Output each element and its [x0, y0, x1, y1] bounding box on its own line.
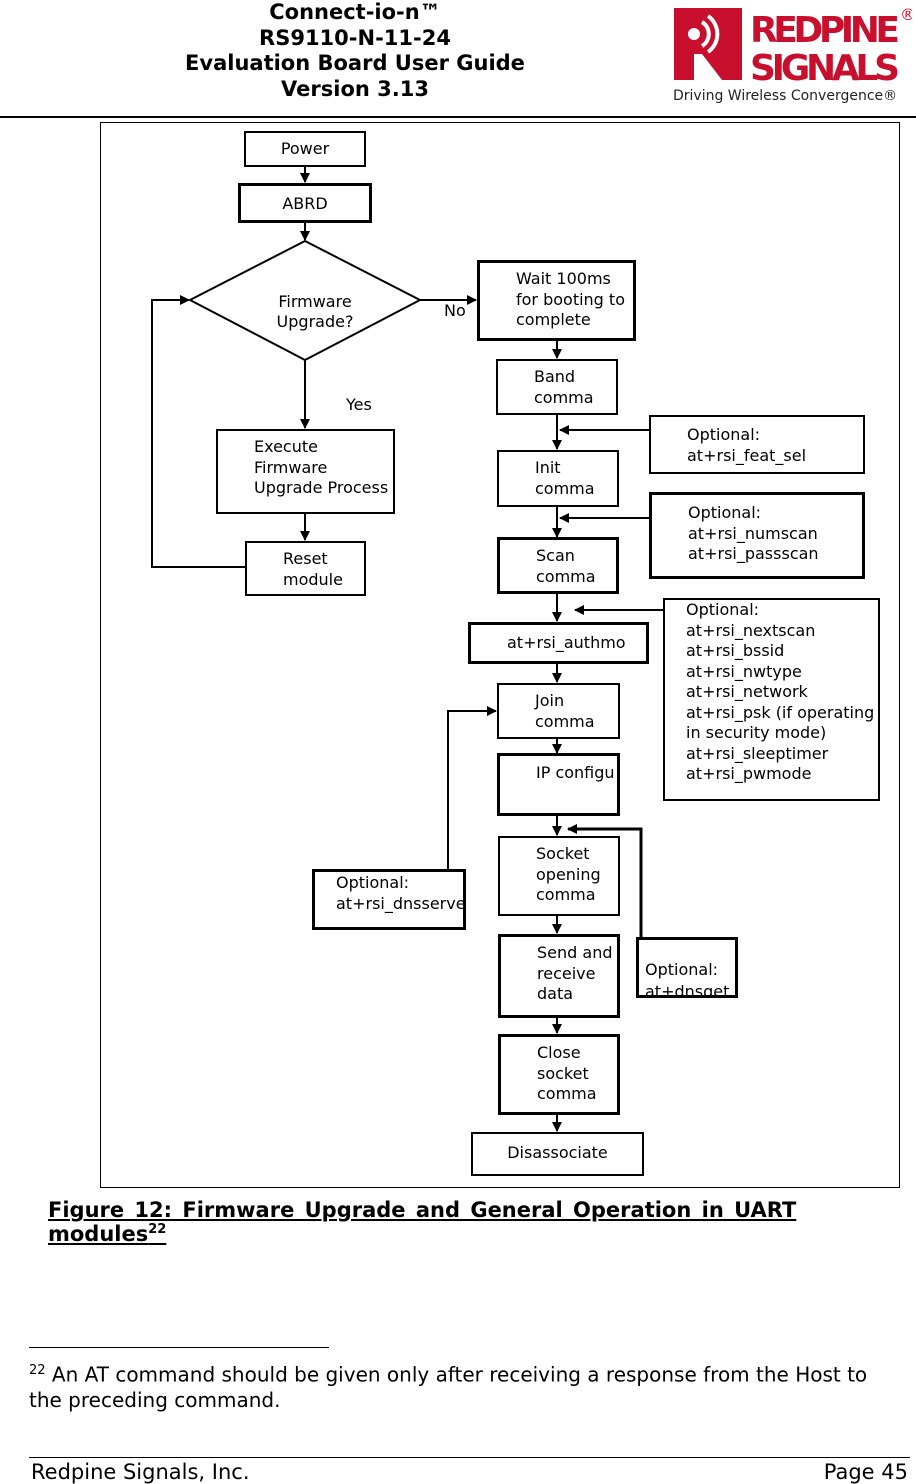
caption-text: Figure 12: Firmware Upgrade and General … [48, 1198, 797, 1246]
header-divider [0, 116, 916, 118]
optional-feat-sel: Optional: at+rsi_feat_sel [649, 415, 865, 474]
footnote: 22 An AT command should be given only af… [29, 1358, 899, 1413]
execute-firmware-upgrade-step: Execute Firmware Upgrade Process [216, 429, 395, 514]
disassociate-step: Disassociate [471, 1132, 644, 1176]
yes-label: Yes [346, 395, 372, 414]
optional-dnsserver: Optional: at+rsi_dnsserver [312, 869, 466, 930]
figure-frame [100, 122, 900, 1188]
svg-text:®: ® [900, 5, 912, 24]
socket-open-step: Socket opening comma [498, 836, 620, 916]
svg-text:SIGNALS: SIGNALS [750, 48, 900, 89]
footnote-number: 22 [29, 1363, 46, 1378]
optional-dnsget: Optional: at+dnsget [636, 937, 738, 998]
no-label: No [444, 301, 466, 320]
join-command-step: Join comma [497, 683, 620, 739]
redpine-logo: REDPINE SIGNALS ® [674, 5, 912, 89]
init-command-step: Init comma [497, 450, 619, 507]
abrd-step: ABRD [238, 183, 372, 223]
power-step: Power [244, 131, 366, 167]
send-receive-step: Send and receive data [498, 934, 620, 1018]
svg-text:REDPINE: REDPINE [750, 10, 900, 51]
wait-boot-step: Wait 100ms for booting to complete [477, 260, 636, 341]
authmode-step: at+rsi_authmo [468, 622, 649, 664]
figure-caption: Figure 12: Firmware Upgrade and General … [48, 1198, 916, 1246]
footer-divider [29, 1457, 910, 1458]
close-socket-step: Close socket comma [498, 1034, 620, 1115]
reset-module-step: Reset module [245, 541, 366, 596]
footnote-divider [29, 1347, 329, 1348]
ip-config-step: IP configu [497, 753, 620, 816]
band-command-step: Band comma [496, 359, 618, 415]
footnote-text: An AT command should be given only after… [29, 1362, 868, 1412]
decision-label: Firmware Upgrade? [276, 292, 354, 331]
page-number: Page 45 [823, 1460, 908, 1484]
scan-command-step: Scan comma [497, 537, 619, 594]
footer-company: Redpine Signals, Inc. [31, 1460, 250, 1484]
optional-scan-join-params: Optional: at+rsi_nextscan at+rsi_bssid a… [663, 598, 880, 801]
header-title-line: Version 3.13 [281, 76, 429, 101]
header-title: Connect-io-n™ RS9110-N-11-24 Evaluation … [150, 0, 560, 102]
header-title-line: Evaluation Board User Guide [185, 51, 525, 75]
logo-tagline: Driving Wireless Convergence® [673, 88, 898, 104]
header-title-line: RS9110-N-11-24 [259, 25, 451, 50]
header-title-line: Connect-io-n™ [269, 0, 441, 24]
footnote-ref: 22 [148, 1222, 167, 1237]
optional-numscan-passscan: Optional: at+rsi_numscan at+rsi_passscan [649, 492, 865, 579]
